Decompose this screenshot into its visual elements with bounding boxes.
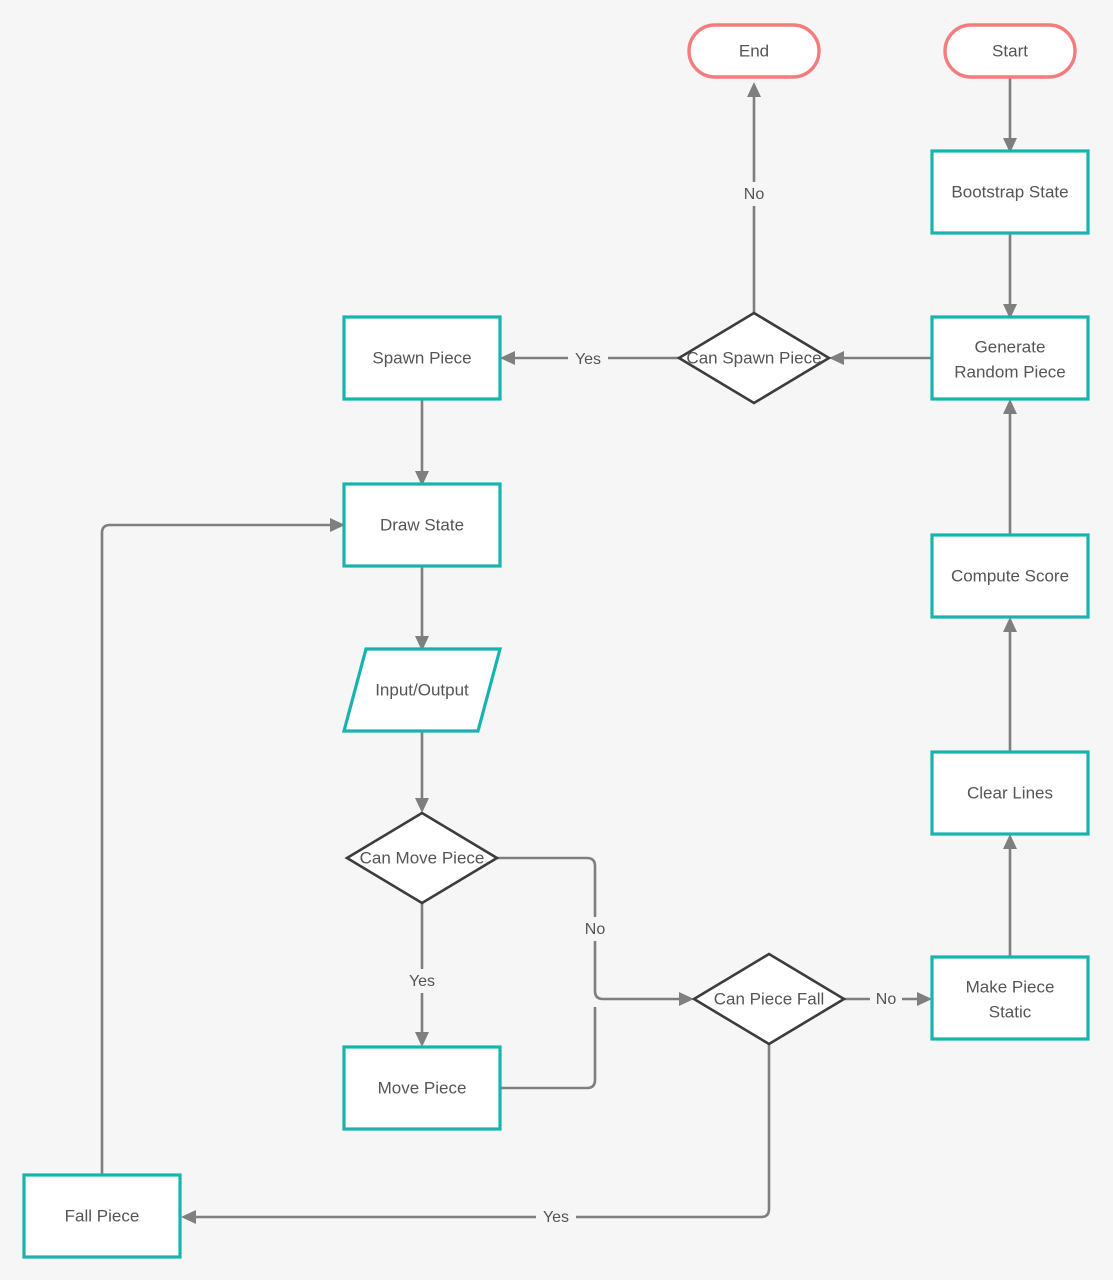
node-clear-lines[interactable]: Clear Lines — [930, 750, 1090, 836]
node-draw-state-shape[interactable] — [342, 482, 502, 568]
nodes-layer: End Start Bootstrap State Generate Rando… — [22, 23, 1090, 1259]
edge-label-no-to-makestatic-text: No — [876, 991, 897, 1008]
node-fall-piece-shape[interactable] — [22, 1173, 182, 1259]
edge-label-yes-to-spawn-bg — [568, 347, 608, 371]
edge-label-no-to-canfall: No — [579, 917, 611, 941]
edge-move-to-canfall — [500, 1007, 597, 1090]
edge-fall-to-draw — [100, 518, 345, 1175]
node-move-piece-label: Move Piece — [378, 1078, 467, 1097]
edge-label-yes-to-spawn: Yes — [568, 347, 608, 371]
edge-label-yes-to-fall-bg — [536, 1205, 576, 1229]
node-compute-score[interactable]: Compute Score — [930, 533, 1090, 619]
edge-label-no-to-end-text: No — [744, 186, 765, 203]
node-input-output-label: Input/Output — [375, 680, 469, 699]
node-compute-score-label: Compute Score — [951, 566, 1069, 585]
node-clear-lines-shape[interactable] — [930, 750, 1090, 836]
node-compute-score-shape[interactable] — [930, 533, 1090, 619]
node-end-shape[interactable] — [687, 23, 821, 79]
node-can-move-piece[interactable]: Can Move Piece — [344, 811, 500, 905]
node-make-piece-static-label-line1: Make Piece — [966, 977, 1055, 996]
node-generate-random-piece[interactable]: Generate Random Piece — [930, 315, 1090, 401]
node-spawn-piece-label: Spawn Piece — [372, 348, 471, 367]
edge-makestatic-to-clearlines — [1003, 834, 1017, 957]
node-input-output-shape[interactable] — [341, 647, 503, 733]
node-fall-piece[interactable]: Fall Piece — [22, 1173, 182, 1259]
edge-label-no-to-canfall-text: No — [585, 921, 606, 938]
node-start-shape[interactable] — [943, 23, 1077, 79]
node-can-piece-fall[interactable]: Can Piece Fall — [691, 952, 847, 1046]
edge-label-no-to-end: No — [738, 182, 770, 206]
edge-label-yes-to-fall-text: Yes — [543, 1209, 569, 1226]
node-move-piece[interactable]: Move Piece — [342, 1045, 502, 1131]
edge-clearlines-to-compute — [1003, 617, 1017, 752]
edges-layer — [100, 77, 1017, 1224]
node-bootstrap-state-label: Bootstrap State — [951, 182, 1068, 201]
node-fall-piece-label: Fall Piece — [65, 1206, 140, 1225]
edge-canfall-to-fall — [181, 1044, 771, 1224]
node-start-label: Start — [992, 41, 1028, 60]
edge-label-no-to-makestatic: No — [870, 987, 902, 1011]
node-end-label: End — [739, 41, 769, 60]
node-make-piece-static[interactable]: Make Piece Static — [930, 955, 1090, 1041]
edge-label-no-to-canfall-bg — [579, 917, 611, 941]
edge-label-no-to-end-bg — [738, 182, 770, 206]
node-draw-state[interactable]: Draw State — [342, 482, 502, 568]
edge-label-yes-to-move: Yes — [402, 969, 442, 993]
edge-label-no-to-makestatic-bg — [870, 987, 902, 1011]
node-bootstrap-state[interactable]: Bootstrap State — [930, 149, 1090, 235]
edge-labels-layer: No Yes Yes No No Yes — [402, 182, 902, 1229]
edge-generate-to-canspawn — [829, 351, 932, 365]
node-generate-random-piece-label-line1: Generate — [975, 337, 1046, 356]
edge-draw-to-io — [415, 566, 429, 651]
node-make-piece-static-label-line2: Static — [989, 1002, 1032, 1021]
edge-compute-to-generate — [1003, 399, 1017, 535]
edge-label-yes-to-spawn-text: Yes — [575, 351, 601, 368]
edge-spawn-to-draw — [415, 399, 429, 486]
node-can-spawn-piece-shape[interactable] — [676, 311, 832, 405]
node-spawn-piece-shape[interactable] — [342, 315, 502, 401]
node-generate-random-piece-label-line2: Random Piece — [954, 362, 1066, 381]
node-can-spawn-piece-label: Can Spawn Piece — [686, 348, 821, 367]
node-can-spawn-piece[interactable]: Can Spawn Piece — [676, 311, 832, 405]
edge-start-to-bootstrap — [1003, 77, 1017, 153]
node-draw-state-label: Draw State — [380, 515, 464, 534]
node-make-piece-static-shape[interactable] — [930, 955, 1090, 1041]
edge-io-to-canmove — [415, 731, 429, 813]
edge-label-yes-to-move-text: Yes — [409, 973, 435, 990]
edge-bootstrap-to-generate — [1003, 233, 1017, 319]
node-spawn-piece[interactable]: Spawn Piece — [342, 315, 502, 401]
edge-label-yes-to-fall: Yes — [536, 1205, 576, 1229]
edge-label-yes-to-move-bg — [402, 969, 442, 993]
node-can-piece-fall-shape[interactable] — [691, 952, 847, 1046]
node-input-output[interactable]: Input/Output — [341, 647, 503, 733]
node-start[interactable]: Start — [943, 23, 1077, 79]
node-can-move-piece-label: Can Move Piece — [360, 848, 485, 867]
node-generate-random-piece-shape[interactable] — [930, 315, 1090, 401]
node-end[interactable]: End — [687, 23, 821, 79]
node-bootstrap-state-shape[interactable] — [930, 149, 1090, 235]
node-can-piece-fall-label: Can Piece Fall — [714, 989, 825, 1008]
node-move-piece-shape[interactable] — [342, 1045, 502, 1131]
node-clear-lines-label: Clear Lines — [967, 783, 1053, 802]
node-can-move-piece-shape[interactable] — [344, 811, 500, 905]
